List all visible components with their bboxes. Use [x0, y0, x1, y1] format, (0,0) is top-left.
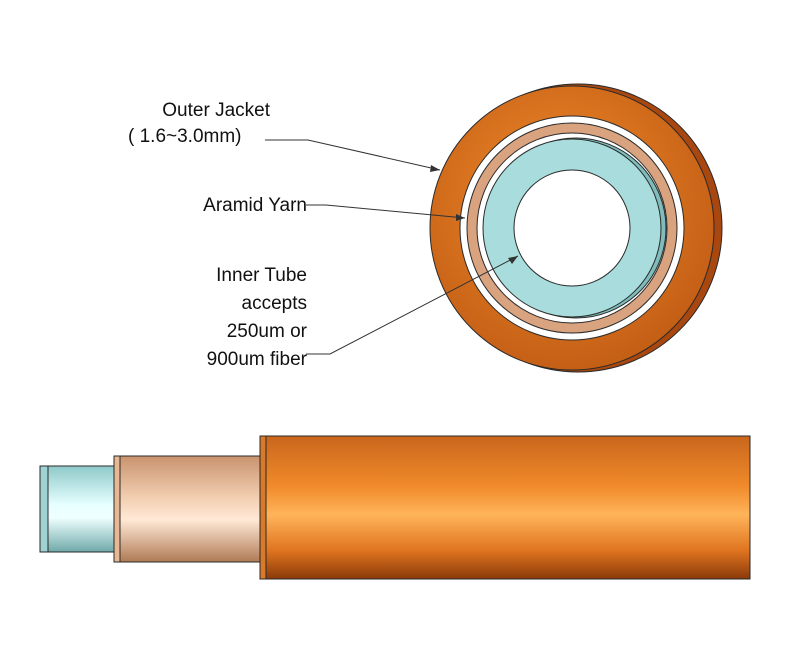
inner-tube-desc-1: accepts [241, 293, 307, 314]
outer-jacket-size: ( 1.6~3.0mm) [128, 126, 242, 147]
inner-tube-label: Inner Tube accepts 250um or 900um fiber [150, 262, 307, 374]
inner-tube-side [39, 465, 121, 553]
outer-jacket-label: Outer Jacket ( 1.6~3.0mm) [120, 98, 270, 150]
cross-section [429, 83, 723, 373]
leader-lines [265, 139, 519, 355]
inner-tube-leader [306, 255, 519, 355]
inner-tube-bore [513, 169, 631, 287]
inner-tube-desc-3: 900um fiber [206, 349, 307, 370]
inner-tube-end-face [39, 465, 49, 553]
side-view [39, 435, 751, 580]
inner-tube-desc-2: 250um or [226, 321, 307, 342]
outer-jacket-side [259, 435, 751, 580]
aramid-yarn-end-face [113, 455, 121, 563]
outer-jacket-arrowhead [430, 165, 440, 172]
outer-jacket-leader [265, 139, 441, 171]
aramid-yarn-leader [306, 204, 466, 219]
aramid-yarn-side [113, 455, 265, 563]
outer-jacket-title: Outer Jacket [162, 100, 270, 121]
aramid-yarn-label: Aramid Yarn [150, 193, 307, 219]
aramid-yarn-arrowhead [456, 214, 465, 221]
aramid-yarn-title: Aramid Yarn [203, 195, 307, 216]
inner-tube-title: Inner Tube [216, 265, 307, 286]
outer-jacket-end-face [259, 435, 267, 580]
inner-tube-arrowhead [508, 256, 518, 264]
